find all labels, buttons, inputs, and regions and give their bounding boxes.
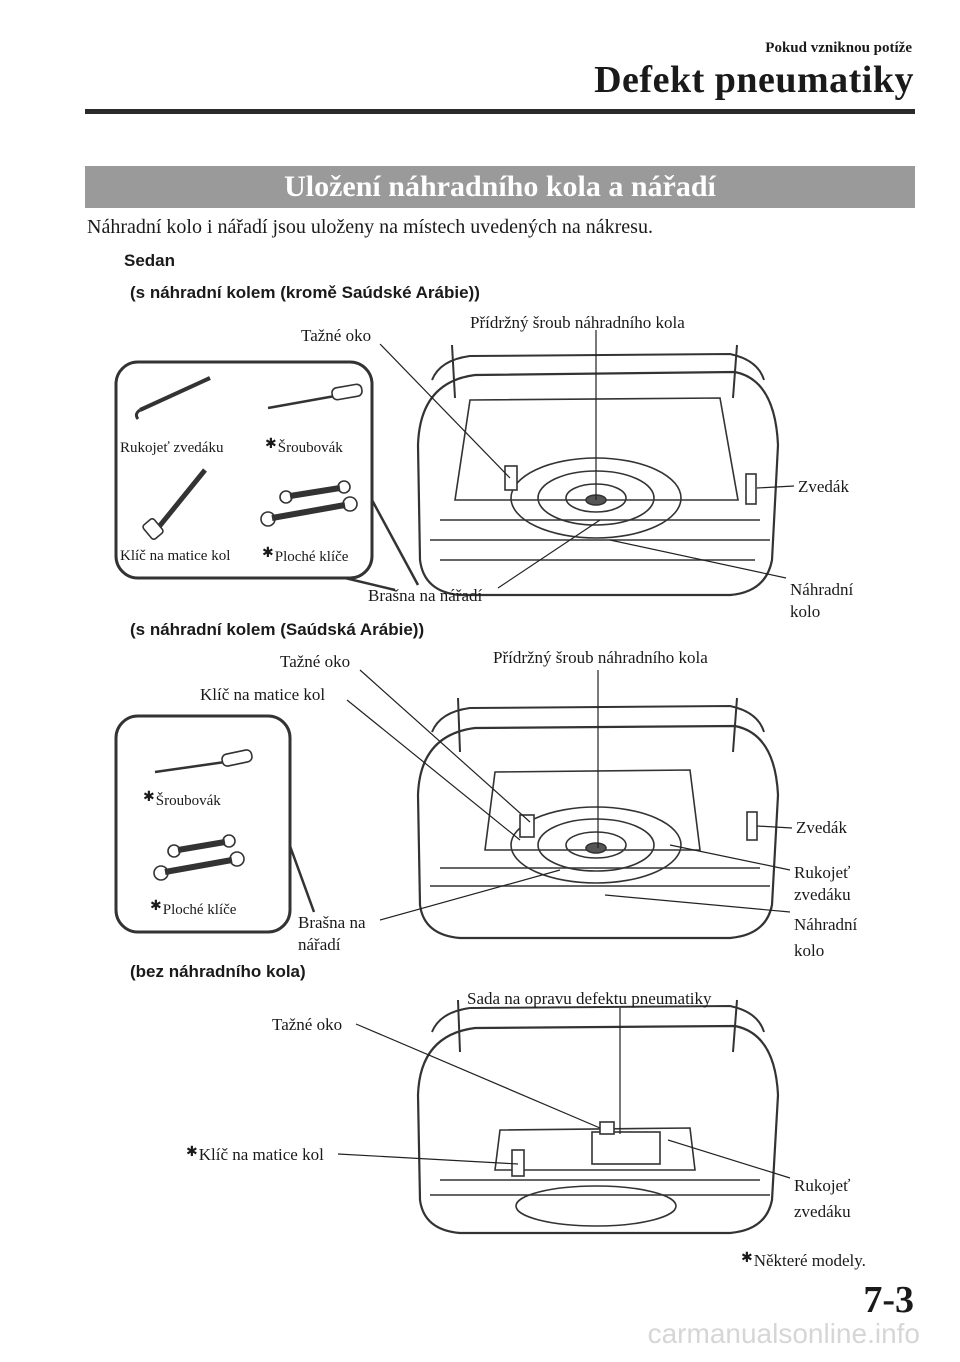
- star-marker: ✱: [741, 1251, 753, 1266]
- fig3-jack-handle-line1: Rukojeť: [794, 1173, 851, 1199]
- fig3-lug-wrench-label: ✱Klíč na matice kol: [186, 1144, 324, 1165]
- footnote: ✱Některé modely.: [741, 1250, 866, 1271]
- page-number: 7-3: [863, 1278, 914, 1322]
- footnote-text: Některé modely.: [754, 1251, 866, 1270]
- fig3-repair-kit-label: Sada na opravu defektu pneumatiky: [467, 989, 712, 1009]
- fig3-jack-handle-label: Rukojeť zvedáku: [794, 1173, 851, 1225]
- fig3-jack-handle-line2: zvedáku: [794, 1199, 851, 1225]
- fig3-tow-eye-label: Tažné oko: [272, 1015, 342, 1035]
- fig3-lug-wrench-text: Klíč na matice kol: [199, 1145, 324, 1164]
- star-marker: ✱: [186, 1145, 198, 1160]
- watermark: carmanualsonline.info: [648, 1318, 920, 1350]
